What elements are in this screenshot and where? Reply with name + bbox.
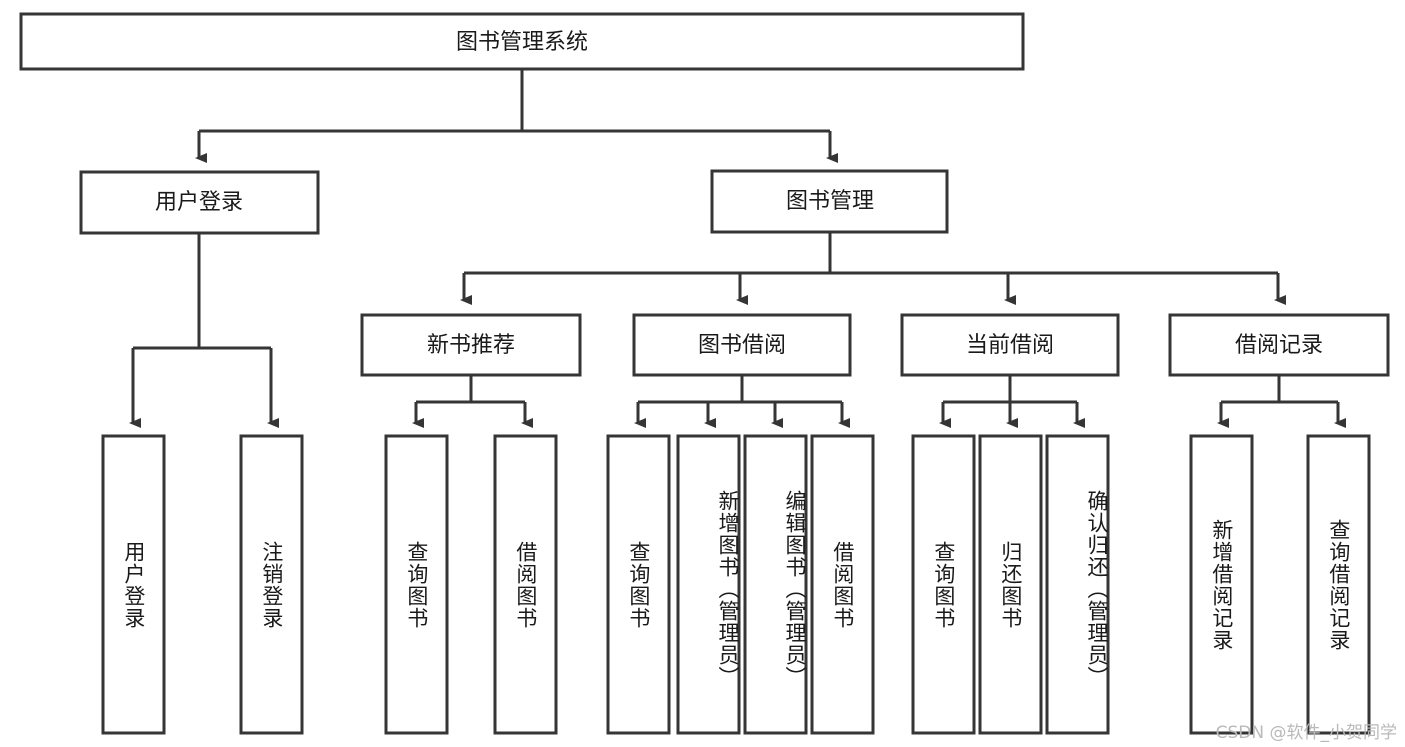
node-root-label: 图书管理系统 xyxy=(456,30,588,55)
node-root-box[interactable] xyxy=(19,12,1025,71)
node-leaf-current-borrow-1-box[interactable] xyxy=(911,434,976,735)
node-leaf-new-book-1-box[interactable] xyxy=(384,434,449,735)
node-leaf-borrow-record-1-box[interactable] xyxy=(1189,434,1254,735)
node-book-manage-box[interactable] xyxy=(710,169,949,234)
node-book-borrow-box[interactable] xyxy=(632,313,852,377)
node-leaf-book-borrow-1-box[interactable] xyxy=(606,434,671,735)
node-leaf-borrow-record-2-box[interactable] xyxy=(1306,434,1371,735)
node-leaf-book-borrow-3-box[interactable] xyxy=(743,434,808,735)
node-leaf-current-borrow-3-box[interactable] xyxy=(1045,434,1110,735)
node-current-borrow-label: 当前借阅 xyxy=(966,333,1054,358)
node-borrow-record-label: 借阅记录 xyxy=(1235,333,1323,358)
node-leaf-book-borrow-2-box[interactable] xyxy=(676,434,741,735)
node-book-borrow-label: 图书借阅 xyxy=(698,333,786,358)
node-borrow-record-box[interactable] xyxy=(1168,313,1390,377)
node-user-login-label: 用户登录 xyxy=(155,190,243,215)
node-leaf-current-borrow-2-box[interactable] xyxy=(978,434,1043,735)
node-user-login-box[interactable] xyxy=(79,170,320,235)
node-leaf-user-login-2-box[interactable] xyxy=(239,434,304,735)
edges-group xyxy=(129,69,1346,428)
node-leaf-new-book-2-box[interactable] xyxy=(493,434,558,735)
node-book-manage-label: 图书管理 xyxy=(786,189,874,214)
watermark-text: CSDN @软件_小贺同学 xyxy=(1215,723,1397,743)
node-new-book-label: 新书推荐 xyxy=(427,333,515,358)
node-current-borrow-box[interactable] xyxy=(900,313,1120,377)
nodes-group: 图书管理系统 用户登录 图书管理 新书推荐 图书借阅 当前借阅 借阅记录 xyxy=(19,12,1390,735)
node-leaf-book-borrow-4-box[interactable] xyxy=(810,434,875,735)
node-new-book-box[interactable] xyxy=(360,313,582,377)
node-leaf-user-login-1-box[interactable] xyxy=(101,434,166,735)
